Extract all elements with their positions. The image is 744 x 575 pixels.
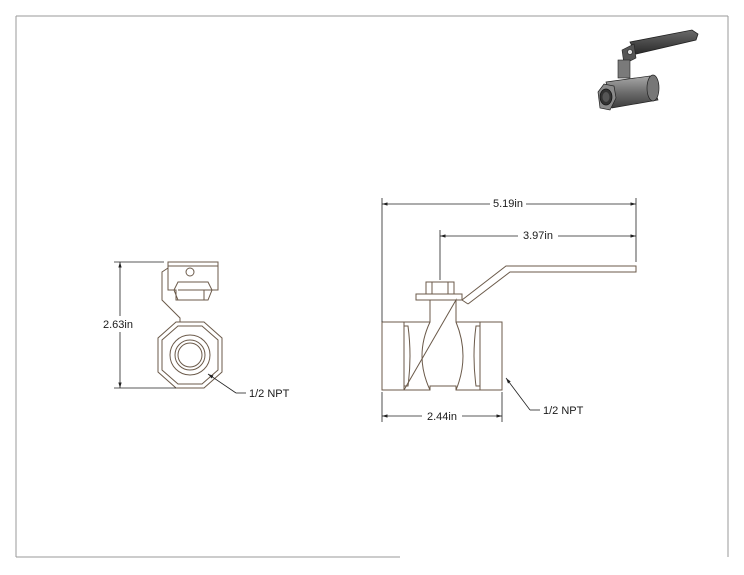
end-view-thread-label: 1/2 NPT [249, 388, 290, 400]
side-view-thread-label: 1/2 NPT [543, 405, 584, 417]
sheet-border [15, 15, 729, 558]
height-label: 2.63in [103, 319, 133, 331]
side-view-thread-leader [505, 377, 540, 411]
ball-valve-isometric-icon [597, 29, 699, 111]
end-view-thread-leader [207, 373, 246, 394]
handle-length-label: 3.97in [523, 230, 553, 242]
overall-length-dimension [381, 198, 637, 322]
overall-length-label: 5.19in [493, 198, 523, 210]
side-view [381, 265, 637, 391]
body-length-label: 2.44in [427, 411, 457, 423]
end-view [157, 261, 223, 389]
